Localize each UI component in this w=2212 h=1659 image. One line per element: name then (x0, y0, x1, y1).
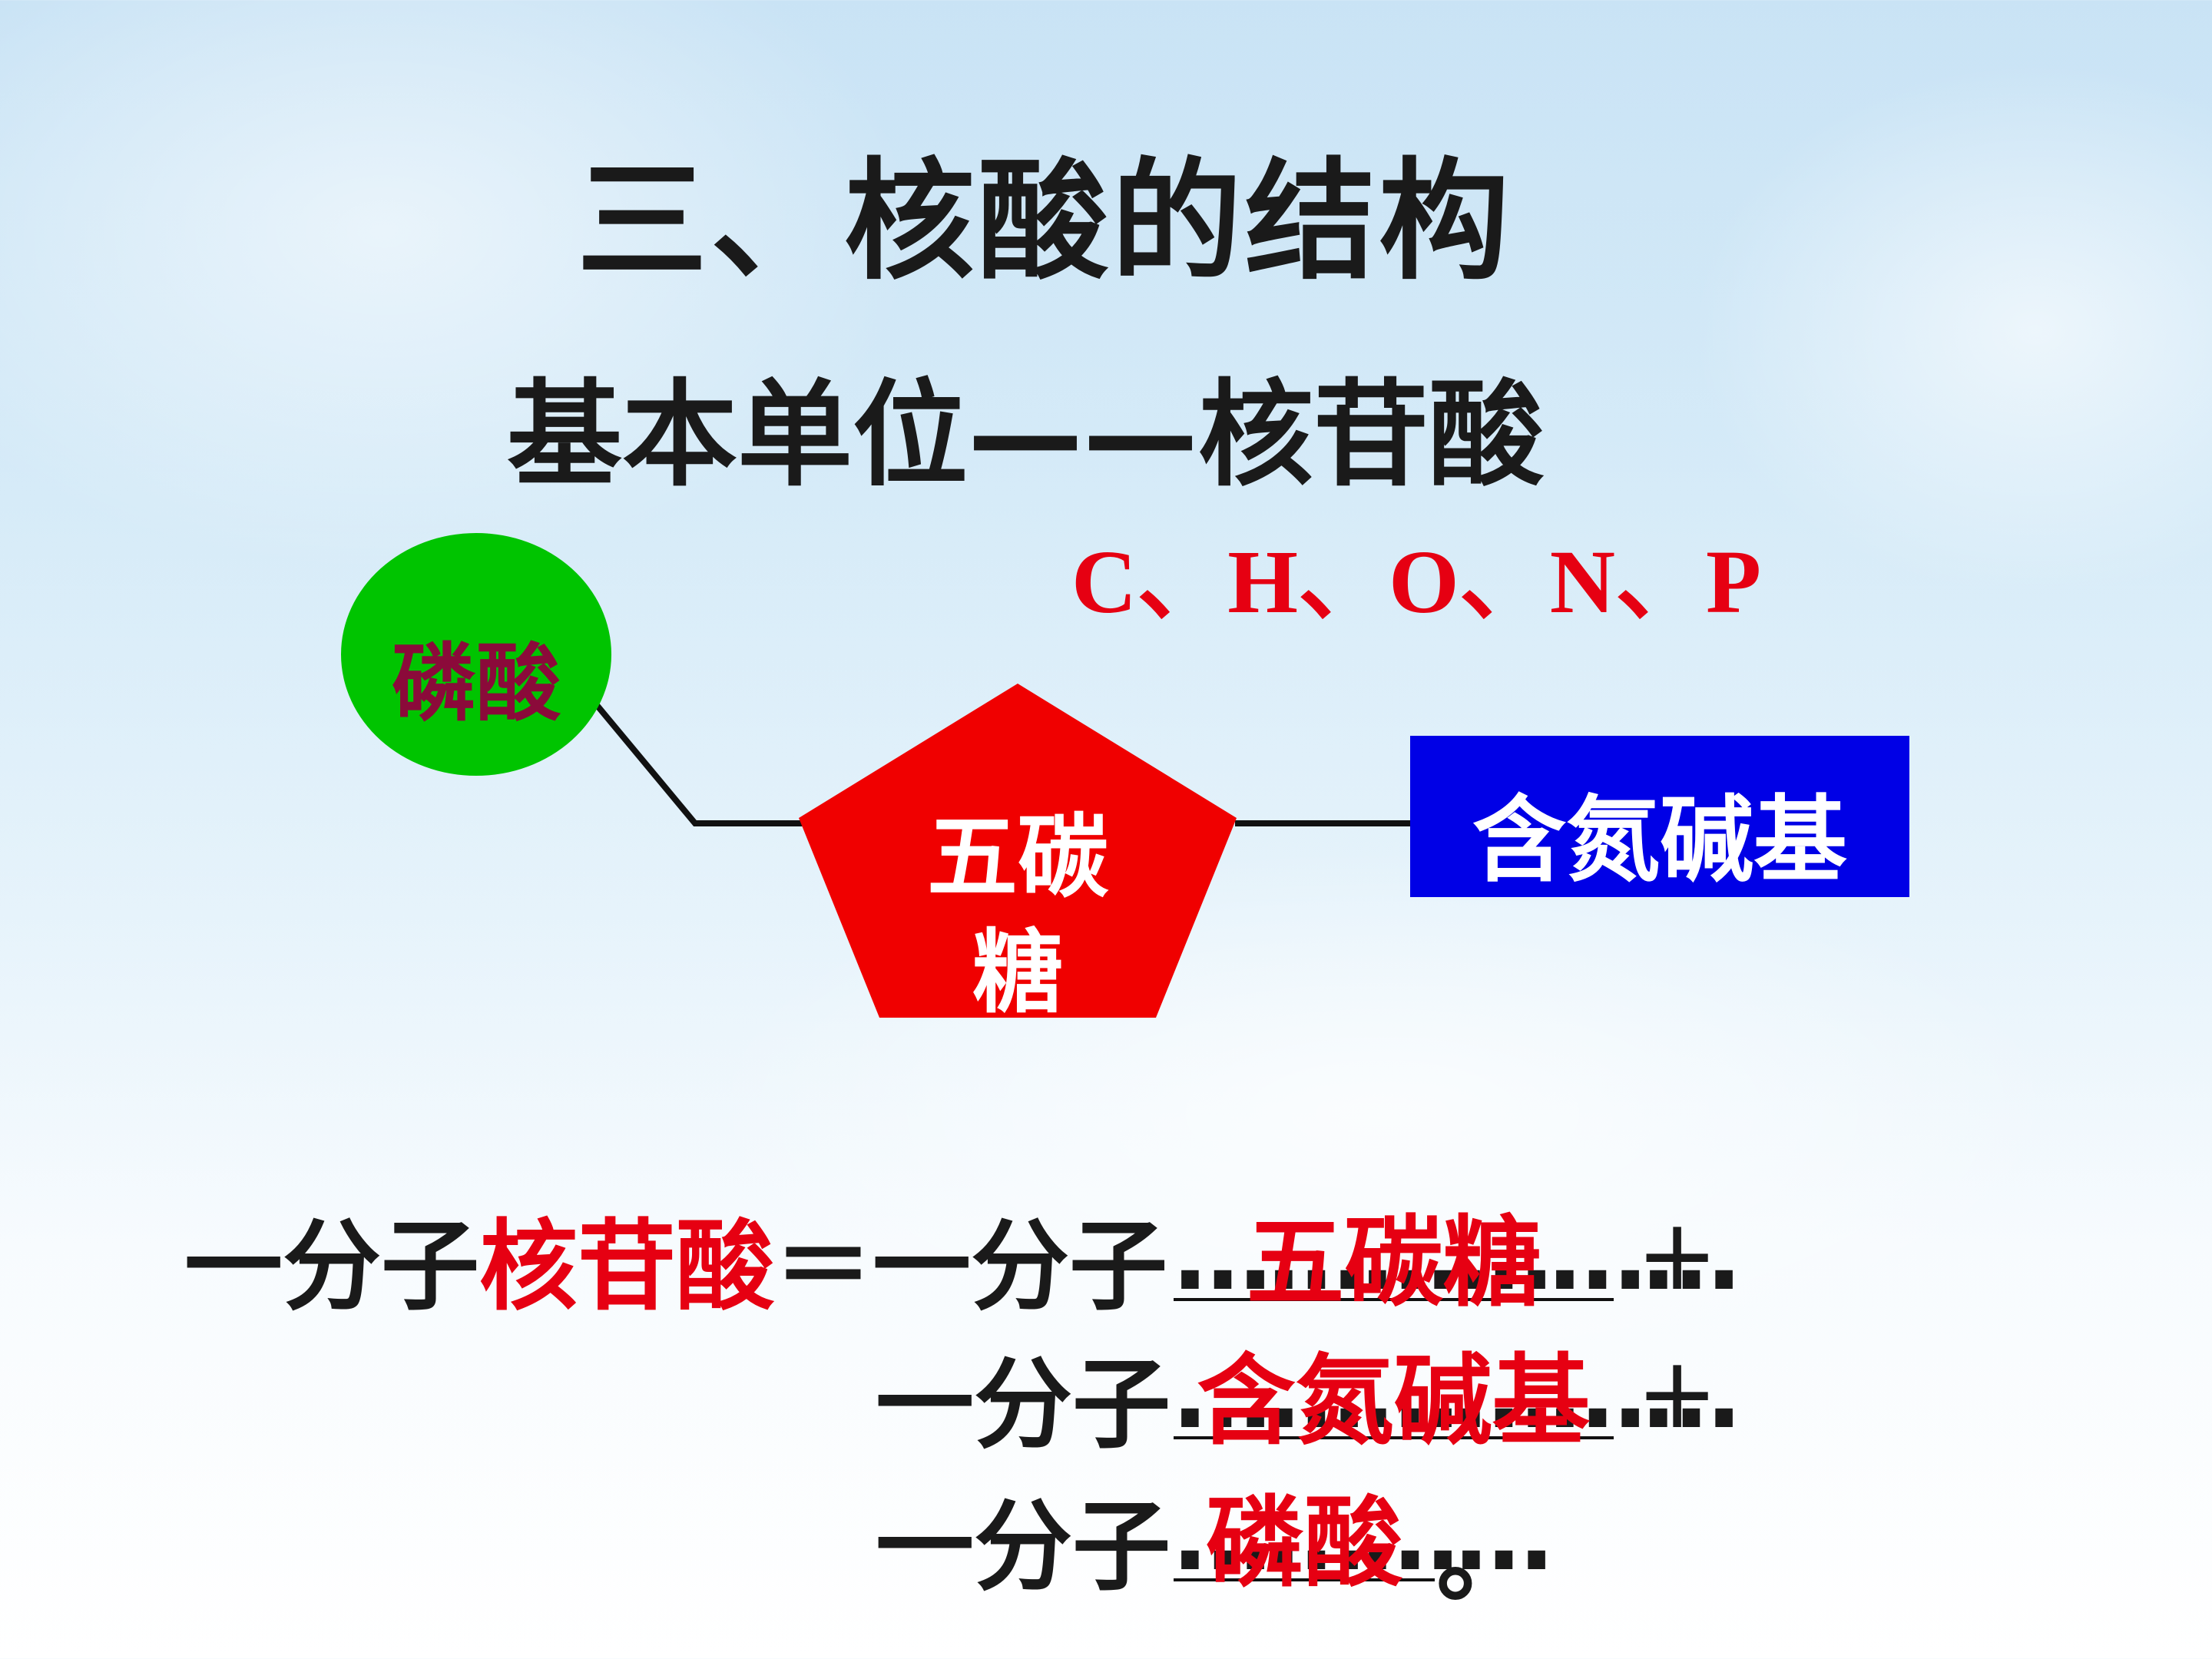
phosphate-label: 磷酸 (392, 634, 561, 733)
equation-subject: 核苷酸 (479, 1210, 775, 1324)
blank-underline-2 (1174, 1436, 1614, 1439)
equation-prefix: 一分子 (873, 1210, 1168, 1324)
answer-3: 磷酸 (1205, 1486, 1402, 1601)
answer-2: 含氮碱基 (1197, 1344, 1591, 1459)
period: 。 (1436, 1502, 1535, 1616)
blank-underline-3 (1174, 1578, 1435, 1581)
element-list: C、H、O、N、P (1071, 531, 1762, 632)
blank-underline-1 (1174, 1298, 1614, 1301)
equation-prefix: 一分子 (876, 1348, 1171, 1462)
plus-sign: + (1636, 1336, 1719, 1451)
phosphate-circle (341, 533, 611, 776)
sugar-pentagon (799, 684, 1237, 1018)
subtitle: 基本单位——核苷酸 (507, 369, 1545, 502)
equals-sign: ＝ (774, 1210, 873, 1324)
equation-prefix: 一分子 (876, 1490, 1171, 1604)
equation-prefix: 一分子 (184, 1210, 480, 1324)
blank-dots-2: ……………… (1174, 1336, 1740, 1451)
blank-dots-3: ………… (1174, 1479, 1553, 1593)
answer-1: 五碳糖 (1246, 1206, 1541, 1320)
sugar-label-line2: 糖 (972, 919, 1063, 1025)
base-rectangle (1410, 736, 1909, 897)
blank-dots-1: ……………… (1174, 1198, 1740, 1313)
equation-row-3: 一分子 (876, 1467, 1171, 1609)
equation-row-1: 一分子核苷酸＝一分子 (184, 1187, 1167, 1329)
sugar-label-line1: 五碳 (926, 804, 1108, 910)
phosphate-sugar-bond (590, 698, 803, 826)
page-title: 三、核酸的结构 (576, 146, 1512, 298)
equation-row-2: 一分子 (876, 1325, 1171, 1467)
base-label: 含氮碱基 (1472, 786, 1847, 895)
plus-sign: + (1636, 1198, 1719, 1313)
